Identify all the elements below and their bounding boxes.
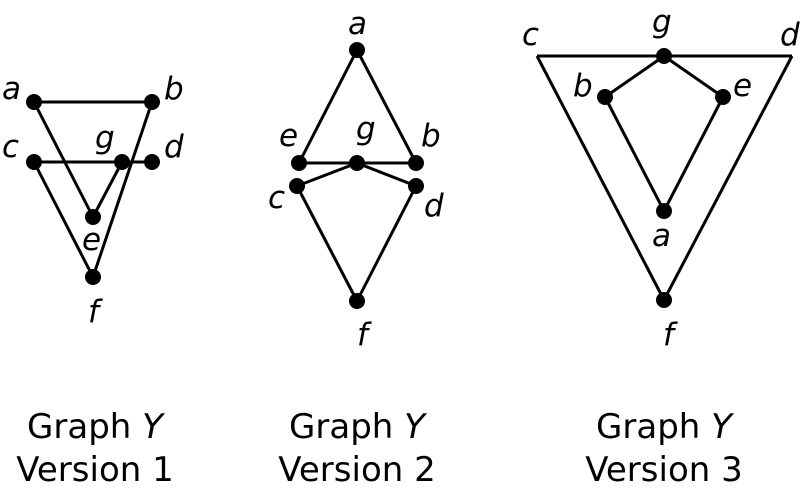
edge-g-c <box>296 161 358 188</box>
caption-version-2-title: Graph Y <box>289 407 427 447</box>
vertex-b <box>408 155 424 171</box>
vertex-g <box>656 48 672 64</box>
vertex-label-e: e <box>733 68 752 104</box>
vertex-d <box>408 178 424 194</box>
caption-version-2-label: Version 2 <box>278 450 435 490</box>
vertex-label-c: c <box>268 180 285 216</box>
edge-d-f <box>662 55 794 301</box>
edge-c-f <box>32 161 95 278</box>
vertex-a <box>26 94 42 110</box>
vertex-c <box>26 154 42 170</box>
vertex-label-b: b <box>164 71 184 107</box>
vertex-label-f: f <box>357 317 372 353</box>
vertex-a <box>349 42 365 58</box>
caption-version-3-label: Version 3 <box>585 450 742 490</box>
vertex-e <box>291 155 307 171</box>
caption-version-1-label: Version 1 <box>16 450 173 490</box>
edge-a-e <box>32 101 95 218</box>
vertex-e <box>85 209 101 225</box>
graph-version-3: c g d b e a f Graph Y Version 3 <box>522 4 800 490</box>
vertex-label-c: c <box>522 17 539 53</box>
edge-b-a <box>603 96 666 212</box>
edge-c-f <box>295 185 359 302</box>
graph-version-1: a b c g d e f Graph Y Version 1 <box>2 71 184 490</box>
vertex-e <box>715 89 731 105</box>
vertex-d <box>144 154 160 170</box>
vertex-b <box>597 89 613 105</box>
vertex-b <box>144 94 160 110</box>
vertex-g <box>349 155 365 171</box>
caption-version-3-title: Graph Y <box>596 407 734 447</box>
vertex-f <box>349 293 365 309</box>
vertex-label-d: d <box>164 129 184 165</box>
edge-e-a <box>662 96 725 212</box>
edge-c-f <box>535 55 666 301</box>
vertex-label-d: d <box>424 188 444 224</box>
caption-word: Graph <box>596 407 700 447</box>
graph-version-2: a e g b c d f Graph Y Version 2 <box>268 6 444 490</box>
vertex-label-g: g <box>95 120 115 156</box>
caption-word: Graph <box>27 407 131 447</box>
vertex-a <box>656 203 672 219</box>
edge-a-b <box>355 49 418 164</box>
vertex-f <box>656 292 672 308</box>
vertex-label-b: b <box>573 68 593 104</box>
vertex-label-c: c <box>2 129 19 165</box>
caption-variable: Y <box>142 407 165 447</box>
edge-g-b <box>604 54 665 99</box>
vertex-label-a: a <box>348 6 367 42</box>
vertex-label-b: b <box>421 118 441 154</box>
edge-g-e <box>91 161 124 218</box>
edge-g-e <box>663 54 724 99</box>
caption-variable: Y <box>404 407 427 447</box>
caption-word: Graph <box>289 407 393 447</box>
edge-d-f <box>355 185 418 302</box>
vertex-f <box>85 269 101 285</box>
vertex-c <box>289 178 305 194</box>
vertex-label-a: a <box>652 218 671 254</box>
vertex-label-a: a <box>2 71 21 107</box>
vertex-label-f: f <box>663 317 678 353</box>
vertex-label-d: d <box>780 17 800 53</box>
vertex-label-e: e <box>279 118 298 154</box>
vertex-label-g: g <box>652 4 672 40</box>
caption-version-1-title: Graph Y <box>27 407 165 447</box>
caption-variable: Y <box>711 407 734 447</box>
vertex-g <box>114 154 130 170</box>
edge-b-f <box>91 101 154 278</box>
edge-g-d <box>356 161 417 188</box>
vertex-label-f: f <box>88 294 103 330</box>
edge-a-e <box>297 49 359 164</box>
vertex-label-g: g <box>356 111 376 147</box>
vertex-label-e: e <box>82 222 101 258</box>
